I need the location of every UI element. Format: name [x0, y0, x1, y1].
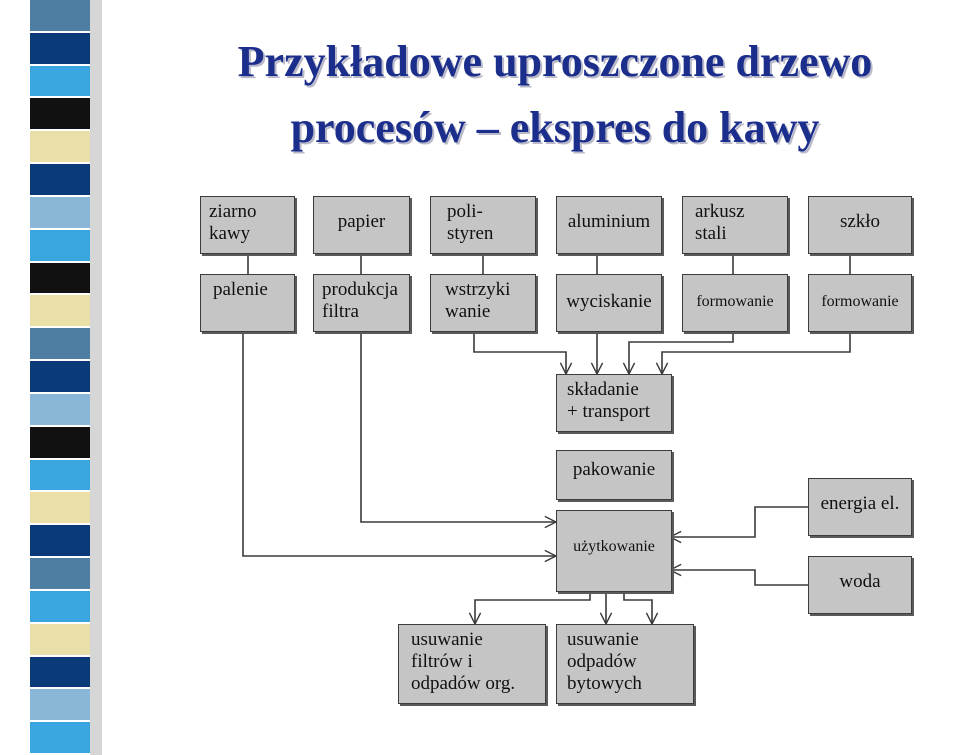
stripe-segment	[30, 558, 90, 589]
slide-title-line-2: procesów – ekspres do kawy	[290, 103, 820, 152]
node-coffee-beans: ziarno kawy	[200, 196, 295, 254]
stripe-segment	[30, 492, 90, 524]
node-polystyrene: poli- styren	[430, 196, 536, 254]
stripe-segment	[30, 0, 90, 31]
edge-energy-use	[670, 506, 808, 537]
node-filter-production: produkcja filtra	[313, 274, 410, 332]
stripe-segment	[30, 623, 90, 655]
stripe-segment	[30, 722, 90, 753]
stripe-segment	[30, 164, 90, 195]
stripe-segment	[30, 32, 90, 64]
node-forming-glass: formowanie	[808, 274, 912, 332]
stripe-segment	[30, 196, 90, 228]
node-packaging: pakowanie	[556, 450, 672, 500]
stripe-segment	[30, 65, 90, 97]
stripe-segment	[30, 689, 90, 721]
stripe-segment	[30, 361, 90, 392]
stripe-segment	[30, 393, 90, 425]
node-disposal-filters-organic: usuwanie filtrów i odpadów org.	[398, 624, 546, 704]
node-assembly-transport: składanie + transport	[556, 374, 672, 432]
node-extrusion: wyciskanie	[556, 274, 662, 332]
stripe-segment	[30, 229, 90, 261]
stripe-segment	[30, 98, 90, 130]
node-steel-sheet: arkusz stali	[682, 196, 788, 254]
edge-use-disposal-household-2	[623, 592, 652, 624]
edge-filter-use	[360, 332, 556, 522]
stripe-segment	[30, 262, 90, 294]
node-injection-molding: wstrzyki wanie	[430, 274, 536, 332]
decorative-stripe	[0, 0, 105, 755]
edge-steelforming-assembly	[629, 332, 734, 374]
node-disposal-household-waste: usuwanie odpadów bytowych	[556, 624, 694, 704]
slide-title-line-1: Przykładowe uproszczone drzewo	[237, 37, 873, 86]
stripe-segment	[30, 590, 90, 622]
node-glass: szkło	[808, 196, 912, 254]
node-electric-energy: energia el.	[808, 478, 912, 536]
node-forming-steel: formowanie	[682, 274, 788, 332]
node-water: woda	[808, 556, 912, 614]
edge-roasting-use	[242, 332, 556, 556]
stripe-segment	[30, 295, 90, 327]
node-roasting: palenie	[200, 274, 295, 332]
stripe-segment	[30, 525, 90, 557]
node-aluminium: aluminium	[556, 196, 662, 254]
stripe-segment	[30, 656, 90, 688]
stripe-segment	[30, 459, 90, 491]
stripe-shadow	[90, 0, 102, 755]
edge-use-disposal-filters	[475, 592, 591, 624]
stripe-segment	[30, 328, 90, 360]
node-paper: papier	[313, 196, 410, 254]
stripe-segment	[30, 426, 90, 458]
edge-water-use	[670, 570, 808, 586]
edge-glassforming-assembly	[662, 332, 851, 374]
stripe-segment	[30, 131, 90, 163]
node-use: użytkowanie	[556, 510, 672, 592]
edge-injection-assembly	[473, 332, 566, 374]
